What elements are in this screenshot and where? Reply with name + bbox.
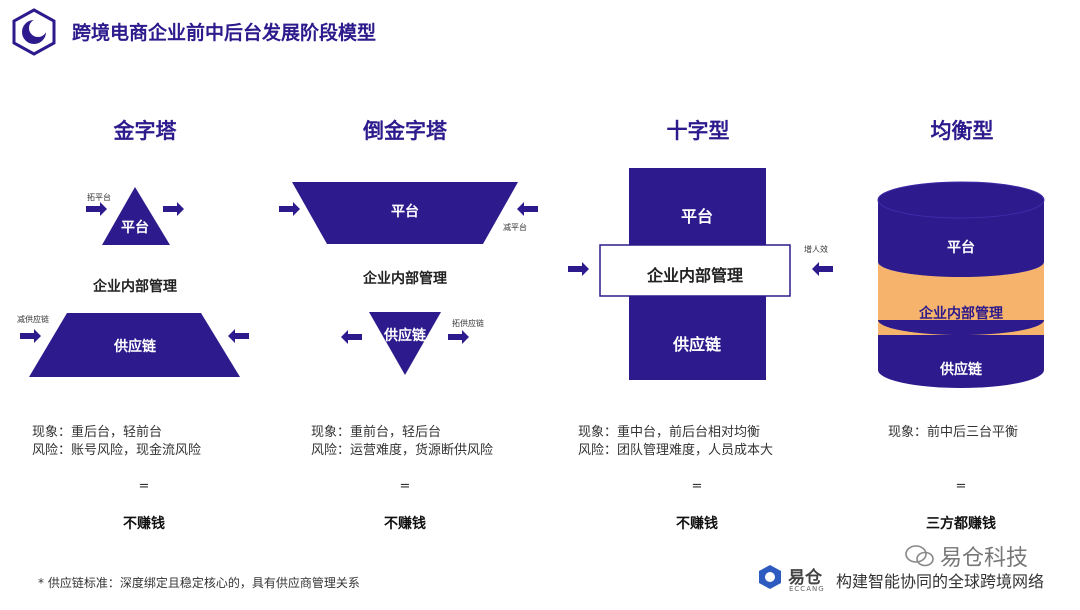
page-title: 跨境电商企业前中后台发展阶段模型 bbox=[72, 22, 377, 44]
cross-note-efficiency: 增人效 bbox=[804, 245, 828, 254]
pyramid-bottom bbox=[29, 313, 240, 377]
inverted-layer-supply: 供应链 bbox=[384, 328, 426, 344]
balanced-layer-supply: 供应链 bbox=[940, 362, 982, 378]
cylinder-bottom-ellipse bbox=[878, 352, 1044, 388]
company-logo-icon bbox=[12, 8, 56, 56]
model-title-inverted-pyramid: 倒金字塔 bbox=[363, 119, 447, 143]
brand-subname: ECCANG bbox=[789, 585, 825, 593]
inverted-layer-management: 企业内部管理 bbox=[363, 271, 447, 287]
inverted-pyramid-top bbox=[292, 182, 518, 244]
pyramid-layer-supply: 供应链 bbox=[114, 339, 156, 355]
inverted-phenomenon: 现象：重前台，轻后台 bbox=[311, 425, 442, 440]
brand-name: 易仓 bbox=[788, 568, 822, 588]
pyramid-layer-management: 企业内部管理 bbox=[93, 279, 177, 295]
balanced-layer-platform: 平台 bbox=[947, 240, 975, 256]
cross-middle bbox=[599, 244, 791, 297]
footnote: * 供应链标准：深度绑定且稳定核心的，具有供应商管理关系 bbox=[38, 576, 360, 590]
cross-equals: = bbox=[691, 479, 703, 494]
pyramid-note-expand-platform: 拓平台 bbox=[87, 193, 111, 202]
brand-slogan: 构建智能协同的全球跨境网络 bbox=[836, 572, 1045, 591]
brand-logo-icon bbox=[759, 565, 781, 589]
pyramid-risk: 风险：账号风险，现金流风险 bbox=[32, 443, 202, 458]
inverted-equals: = bbox=[399, 479, 411, 494]
inverted-risk: 风险：运营难度，货源断供风险 bbox=[311, 443, 494, 458]
inverted-note-expand-supply: 拓供应链 bbox=[452, 319, 484, 328]
wechat-account-name: 易仓科技 bbox=[940, 546, 1029, 571]
arrow-icons bbox=[20, 202, 833, 344]
balanced-phenomenon: 现象：前中后三台平衡 bbox=[888, 425, 1019, 440]
wechat-icon bbox=[905, 545, 934, 567]
model-title-cross: 十字型 bbox=[666, 119, 730, 143]
inverted-result: 不赚钱 bbox=[384, 516, 426, 532]
cross-layer-management: 企业内部管理 bbox=[646, 266, 743, 285]
balanced-layer-management: 企业内部管理 bbox=[919, 306, 1003, 322]
cross-phenomenon: 现象：重中台，前后台相对均衡 bbox=[578, 425, 761, 440]
inverted-pyramid-bottom bbox=[369, 312, 441, 375]
inverted-note-reduce-platform: 减平台 bbox=[503, 223, 527, 232]
pyramid-note-reduce-supply: 减供应链 bbox=[17, 315, 49, 324]
pyramid-equals: = bbox=[138, 479, 150, 494]
cylinder-top-ellipse bbox=[878, 182, 1044, 218]
pyramid-phenomenon: 现象：重后台，轻前台 bbox=[32, 425, 163, 440]
pyramid-layer-platform: 平台 bbox=[121, 220, 149, 236]
model-title-pyramid: 金字塔 bbox=[113, 119, 177, 143]
cross-layer-supply: 供应链 bbox=[672, 335, 721, 354]
cross-layer-platform: 平台 bbox=[680, 207, 713, 226]
pyramid-result: 不赚钱 bbox=[123, 516, 165, 532]
pyramid-top bbox=[102, 187, 170, 245]
balanced-result: 三方都赚钱 bbox=[926, 516, 996, 532]
inverted-layer-platform: 平台 bbox=[391, 204, 419, 220]
cross-risk: 风险：团队管理难度，人员成本大 bbox=[578, 443, 774, 458]
model-title-balanced: 均衡型 bbox=[930, 119, 994, 143]
cross-result: 不赚钱 bbox=[676, 516, 718, 532]
balanced-equals: = bbox=[955, 479, 967, 494]
